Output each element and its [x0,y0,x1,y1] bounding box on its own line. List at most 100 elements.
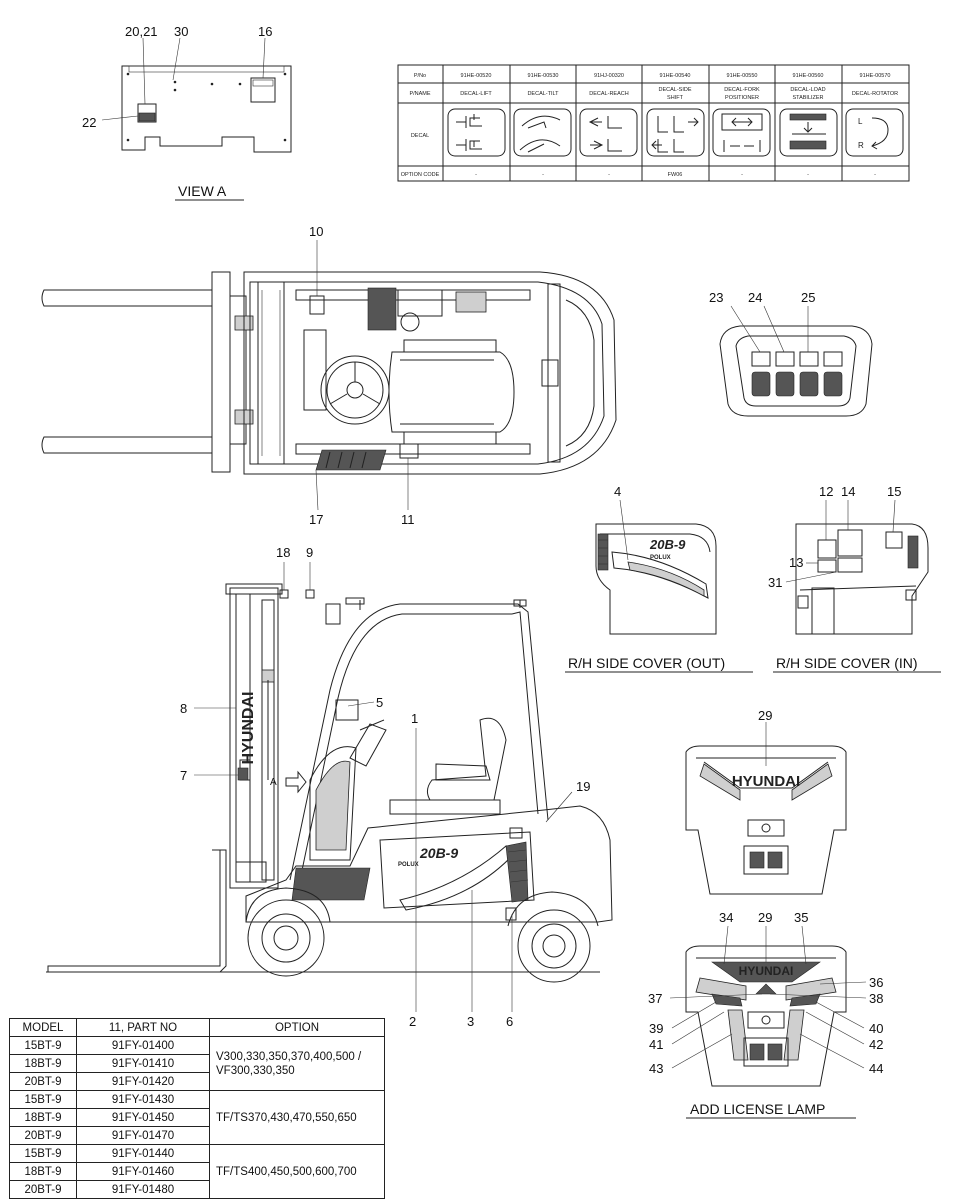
cell-part: 91FY-01470 [76,1126,210,1145]
decal-name-1: DECAL-LIFT [460,91,492,97]
cell-model: 18BT-9 [9,1108,77,1127]
cell-part: 91FY-01410 [76,1054,210,1073]
model-table-header-row: MODEL 11, PART NO OPTION [9,1018,385,1037]
callout-5: 5 [376,695,383,710]
mast-brand-text: HYUNDAI [240,692,257,765]
decal-option-7: - [874,172,876,178]
header-part-no: 11, PART NO [76,1018,210,1037]
decal-name-4b: SHIFT [667,95,684,101]
callout-29: 29 [758,708,772,723]
decal-row-label-decal: DECAL [411,133,429,139]
callout-10: 10 [309,224,323,239]
decal-icon-rotator: L R [845,108,904,157]
callout-1: 1 [411,711,418,726]
counterweight-brand-text: HYUNDAI [732,773,800,790]
view-a-panel [101,37,292,153]
decal-icon-load-stabilizer [779,108,838,157]
svg-text:R: R [858,141,864,150]
callout-37: 37 [648,991,662,1006]
cell-option: V300,330,350,370,400,500 / VF300,330,350 [209,1036,385,1091]
decal-row-label-option: OPTION CODE [401,172,440,178]
callout-14: 14 [841,484,855,499]
decal-row-label-pno: P/No [414,73,426,79]
side-cover-out-caption: R/H SIDE COVER (OUT) [568,655,725,671]
top-view-forklift [41,240,617,511]
side-cover-out [595,499,717,635]
callout-7: 7 [180,768,187,783]
cover-out-model-text: 20B-9 [649,537,686,552]
callout-12: 12 [819,484,833,499]
decal-icon-tilt [513,108,572,157]
license-lamp-caption: ADD LICENSE LAMP [690,1101,825,1117]
callout-23: 23 [709,290,723,305]
side-cover-in [785,499,929,635]
model-part-table: MODEL 11, PART NO OPTION 15BT-9 91FY-014… [9,1018,385,1199]
decal-name-6b: STABILIZER [792,95,823,101]
table-row: 15BT-9 91FY-01440 TF/TS400,450,500,600,7… [9,1144,385,1199]
decal-name-2: DECAL-TILT [527,91,559,97]
license-lamp-brand-text: HYUNDAI [739,964,794,978]
cell-model: 20BT-9 [9,1072,77,1091]
side-cover-in-caption: R/H SIDE COVER (IN) [776,655,918,671]
decal-pno-1: 91HE-00520 [461,73,492,79]
decal-name-6: DECAL-LOAD [790,87,825,93]
table-row: 15BT-9 91FY-01400 V300,330,350,370,400,5… [9,1036,385,1091]
decal-name-7: DECAL-ROTATOR [852,91,898,97]
decal-table: L R [397,64,910,182]
callout-38: 38 [869,991,883,1006]
cell-model: 20BT-9 [9,1180,77,1199]
callout-9: 9 [306,545,313,560]
callout-2: 2 [409,1014,416,1029]
callout-42: 42 [869,1037,883,1052]
decal-pno-4: 91HE-00540 [660,73,691,79]
cell-part: 91FY-01450 [76,1108,210,1127]
decal-name-5: DECAL-FORK [724,87,760,93]
callout-4: 4 [614,484,621,499]
callout-39: 39 [649,1021,663,1036]
callout-19: 19 [576,779,590,794]
view-a-marker: A [270,777,277,788]
decal-option-5: - [741,172,743,178]
decal-pno-2: 91HE-00530 [528,73,559,79]
cell-model: 15BT-9 [9,1144,77,1163]
cell-option: TF/TS400,450,500,600,700 [209,1144,385,1199]
cell-part: 91FY-01420 [76,1072,210,1091]
cover-out-badge-text: POLUX [650,555,671,561]
callout-31: 31 [768,575,782,590]
decal-option-4: FW06 [668,172,683,178]
callout-17: 17 [309,512,323,527]
callout-25: 25 [801,290,815,305]
callout-11: 11 [401,512,415,527]
decal-option-1: - [475,172,477,178]
callout-3: 3 [467,1014,474,1029]
callout-18: 18 [276,545,290,560]
decal-option-2: - [542,172,544,178]
decal-pno-7: 91HE-00570 [860,73,891,79]
decal-pno-5: 91HE-00550 [727,73,758,79]
decal-name-3: DECAL-REACH [589,91,628,97]
callout-6: 6 [506,1014,513,1029]
callout-16: 16 [258,24,272,39]
svg-text:L: L [858,117,863,126]
table-row: 15BT-9 91FY-01430 TF/TS370,430,470,550,6… [9,1090,385,1145]
cell-part: 91FY-01480 [76,1180,210,1199]
table-row: 18BT-9 91FY-01460 [9,1162,385,1181]
side-badge-text: POLUX [398,862,419,868]
decal-row-label-pname: P/NAME [409,91,430,97]
cell-part: 91FY-01460 [76,1162,210,1181]
callout-30: 30 [174,24,188,39]
cell-model: 18BT-9 [9,1054,77,1073]
callout-40: 40 [869,1021,883,1036]
cell-part: 91FY-01400 [76,1036,210,1055]
decal-pno-3: 91HJ-00320 [594,73,624,79]
callout-13: 13 [789,555,803,570]
decal-icon-side-shift [646,108,705,157]
callout-20-21: 20,21 [125,24,158,39]
callout-29b: 29 [758,910,772,925]
decal-icon-lift [447,108,506,157]
cell-part: 91FY-01440 [76,1144,210,1163]
decal-option-6: - [807,172,809,178]
callout-35: 35 [794,910,808,925]
